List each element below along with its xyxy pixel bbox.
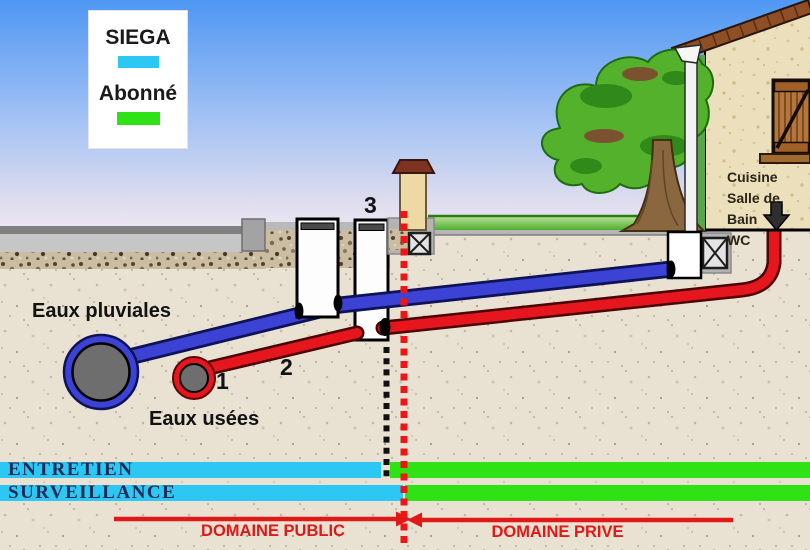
window-sill xyxy=(759,153,810,164)
house-wall xyxy=(705,8,810,231)
vent-chimney xyxy=(391,159,436,231)
surveillance-band xyxy=(0,485,810,501)
inspection-chamber xyxy=(295,217,340,319)
marker-3: 3 xyxy=(364,192,377,218)
room-wc: WC xyxy=(727,232,751,248)
eaux-pluviales-label: Eaux pluviales xyxy=(32,300,171,322)
entretien-label: ENTRETIEN xyxy=(8,459,134,480)
house-rooms-label: Cuisine Salle de Bain WC xyxy=(727,167,810,251)
valve-box-icon xyxy=(701,236,729,270)
marker-1: 1 xyxy=(216,368,229,394)
room-cuisine: Cuisine xyxy=(727,169,778,185)
tree xyxy=(541,48,714,232)
domaine-prive-arrow xyxy=(407,512,733,528)
gutter-funnel xyxy=(673,44,702,64)
pipe-opening xyxy=(666,260,676,278)
entretien-band xyxy=(0,462,810,478)
surveillance-band-abonne xyxy=(405,485,810,501)
pipe-opening xyxy=(379,318,391,336)
wc-discharge-arrow-icon xyxy=(762,201,791,232)
entretien-band-abonne xyxy=(390,462,810,478)
legend-abonne-label: Abonné xyxy=(98,82,178,105)
room-salle-de-bain: Salle de Bain xyxy=(727,190,780,227)
pipe-opening xyxy=(294,302,304,320)
sewer-main-collector xyxy=(172,356,216,400)
domaine-public-arrow xyxy=(114,511,411,527)
road xyxy=(0,226,266,269)
eaux-usees-label: Eaux usées xyxy=(149,408,260,430)
curb xyxy=(241,218,266,252)
legend-siega-label: SIEGA xyxy=(105,26,171,49)
legend: SIEGA Abonné xyxy=(88,10,188,149)
waste-water-pipe xyxy=(197,221,782,377)
house xyxy=(670,0,810,232)
legend-abonne-swatch xyxy=(116,112,160,125)
surveillance-band-siega xyxy=(0,485,403,501)
hedge-strip xyxy=(697,55,705,231)
legend-siega-swatch xyxy=(117,56,159,68)
domaine-public-label: DOMAINE PUBLIC xyxy=(201,522,345,540)
marker-2: 2 xyxy=(280,354,293,380)
window-shutter xyxy=(759,78,810,164)
surface-strip xyxy=(428,228,702,235)
pipe-opening xyxy=(333,294,343,312)
storm-main-collector xyxy=(62,333,140,411)
domaine-prive-label: DOMAINE PRIVE xyxy=(491,523,624,541)
entretien-band-siega xyxy=(0,462,381,478)
surveillance-label: SURVEILLANCE xyxy=(8,482,177,503)
valve-box-icon xyxy=(407,231,432,256)
